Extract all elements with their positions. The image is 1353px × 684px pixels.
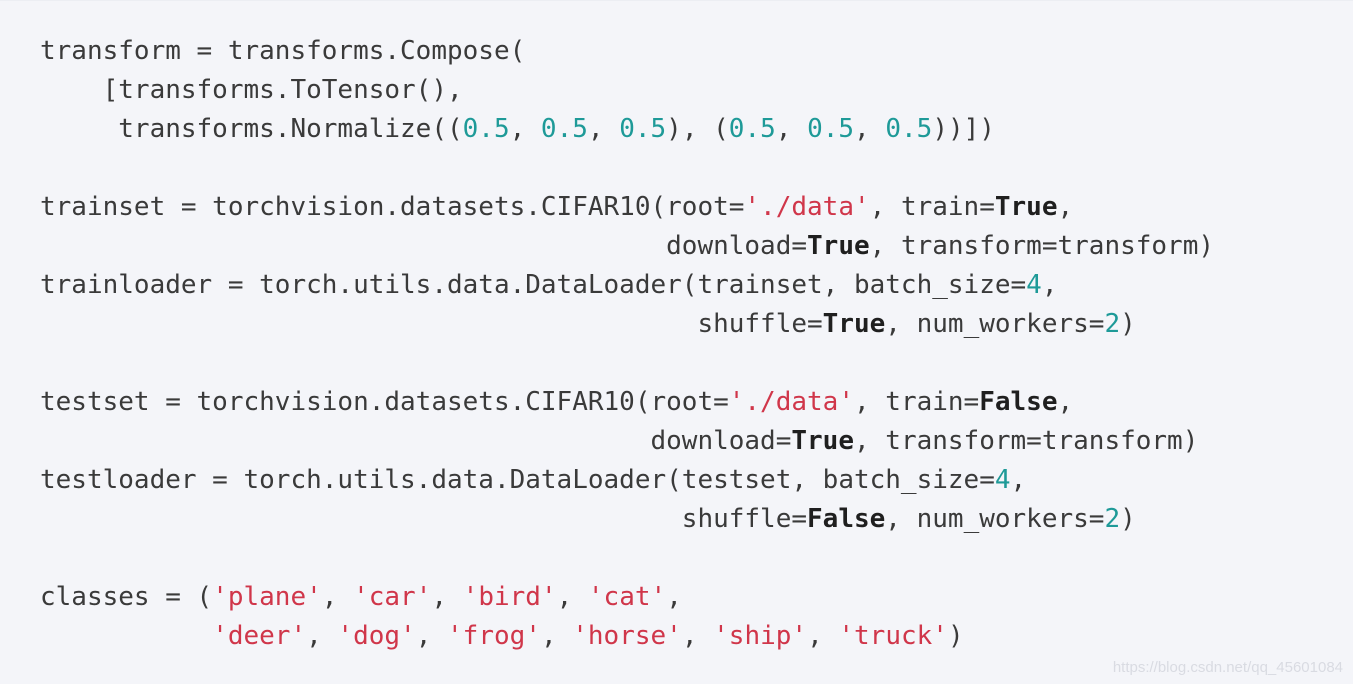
code-token: transforms.Normalize((	[40, 114, 463, 144]
code-token: ,	[415, 621, 448, 651]
code-string: 'ship'	[713, 621, 808, 651]
code-token: , num_workers=	[885, 309, 1105, 339]
code-token: , transform=transform)	[853, 426, 1199, 456]
code-token: ,	[509, 114, 541, 144]
code-string: 'cat'	[587, 582, 667, 612]
code-token	[40, 621, 212, 651]
code-token: ,	[587, 114, 620, 144]
code-keyword: False	[807, 504, 886, 534]
code-string: './data'	[728, 387, 854, 417]
code-number: 4	[1026, 270, 1042, 300]
code-token: , train=	[853, 387, 980, 417]
code-token: , transform=transform)	[869, 231, 1215, 261]
code-token: , num_workers=	[885, 504, 1105, 534]
code-number: 0.5	[885, 114, 933, 144]
code-token: )	[947, 621, 964, 651]
code-line: 'deer', 'dog', 'frog', 'horse', 'ship', …	[40, 621, 964, 651]
code-token: ), (	[666, 114, 729, 144]
code-token: ,	[1041, 270, 1058, 300]
code-string: './data'	[744, 192, 870, 222]
code-number: 4	[994, 465, 1011, 495]
code-string: 'deer'	[212, 621, 307, 651]
code-line: shuffle=True, num_workers=2)	[40, 309, 1136, 339]
code-number: 0.5	[807, 114, 855, 144]
code-token: ,	[775, 114, 808, 144]
code-line: [transforms.ToTensor(),	[40, 75, 463, 105]
code-line: shuffle=False, num_workers=2)	[40, 504, 1136, 534]
code-line: testloader = torch.utils.data.DataLoader…	[40, 465, 1026, 495]
code-token: trainset = torchvision.datasets.CIFAR10(…	[40, 192, 745, 222]
code-line: transforms.Normalize((0.5, 0.5, 0.5), (0…	[40, 114, 995, 144]
code-string: 'frog'	[447, 621, 541, 651]
code-token: trainloader = torch.utils.data.DataLoade…	[40, 270, 1027, 300]
code-token: classes = (	[40, 582, 213, 612]
code-number: 0.5	[540, 114, 588, 144]
code-string: 'plane'	[212, 582, 322, 612]
code-keyword: True	[791, 426, 854, 456]
code-token: ,	[1057, 387, 1074, 417]
code-number: 2	[1104, 504, 1121, 534]
code-number: 0.5	[462, 114, 510, 144]
code-token: download=	[40, 426, 792, 456]
code-token: [transforms.ToTensor(),	[40, 75, 463, 105]
code-line: testset = torchvision.datasets.CIFAR10(r…	[40, 387, 1073, 417]
code-keyword: False	[979, 387, 1058, 417]
code-line: trainset = torchvision.datasets.CIFAR10(…	[40, 192, 1073, 222]
code-token: )	[1120, 504, 1136, 534]
code-keyword: True	[994, 192, 1058, 222]
code-line: classes = ('plane', 'car', 'bird', 'cat'…	[40, 582, 682, 612]
code-token: ,	[321, 582, 354, 612]
code-token: ,	[306, 621, 338, 651]
code-keyword: True	[807, 231, 870, 261]
code-string: 'bird'	[462, 582, 557, 612]
code-line: download=True, transform=transform)	[40, 426, 1198, 456]
code-token: download=	[40, 231, 808, 261]
code-line: download=True, transform=transform)	[40, 231, 1214, 261]
code-line: transform = transforms.Compose(	[40, 36, 525, 66]
code-keyword: True	[822, 309, 886, 339]
code-number: 2	[1104, 309, 1121, 339]
code-token: shuffle=	[40, 309, 823, 339]
code-token: testset = torchvision.datasets.CIFAR10(r…	[40, 387, 729, 417]
code-line: trainloader = torch.utils.data.DataLoade…	[40, 270, 1057, 300]
code-token: testloader = torch.utils.data.DataLoader…	[40, 465, 995, 495]
code-token: ,	[854, 114, 886, 144]
code-token: ,	[666, 582, 682, 612]
code-number: 0.5	[728, 114, 776, 144]
code-token: ,	[1057, 192, 1074, 222]
watermark-text: https://blog.csdn.net/qq_45601084	[1112, 659, 1343, 676]
code-number: 0.5	[619, 114, 667, 144]
code-string: 'truck'	[838, 621, 948, 651]
code-token: ,	[540, 621, 573, 651]
code-token: ,	[807, 621, 839, 651]
code-string: 'horse'	[572, 621, 682, 651]
code-token: ,	[1010, 465, 1027, 495]
code-token: transform = transforms.Compose(	[40, 36, 526, 66]
code-token: )	[1120, 309, 1136, 339]
code-token: ))])	[932, 114, 995, 144]
code-token: ,	[556, 582, 588, 612]
code-text: transform = transforms.Compose( [transfo…	[40, 32, 1214, 656]
code-token: , train=	[869, 192, 995, 222]
code-token: ,	[681, 621, 714, 651]
code-token: ,	[431, 582, 463, 612]
code-token: shuffle=	[40, 504, 808, 534]
code-string: 'dog'	[337, 621, 416, 651]
code-string: 'car'	[353, 582, 432, 612]
